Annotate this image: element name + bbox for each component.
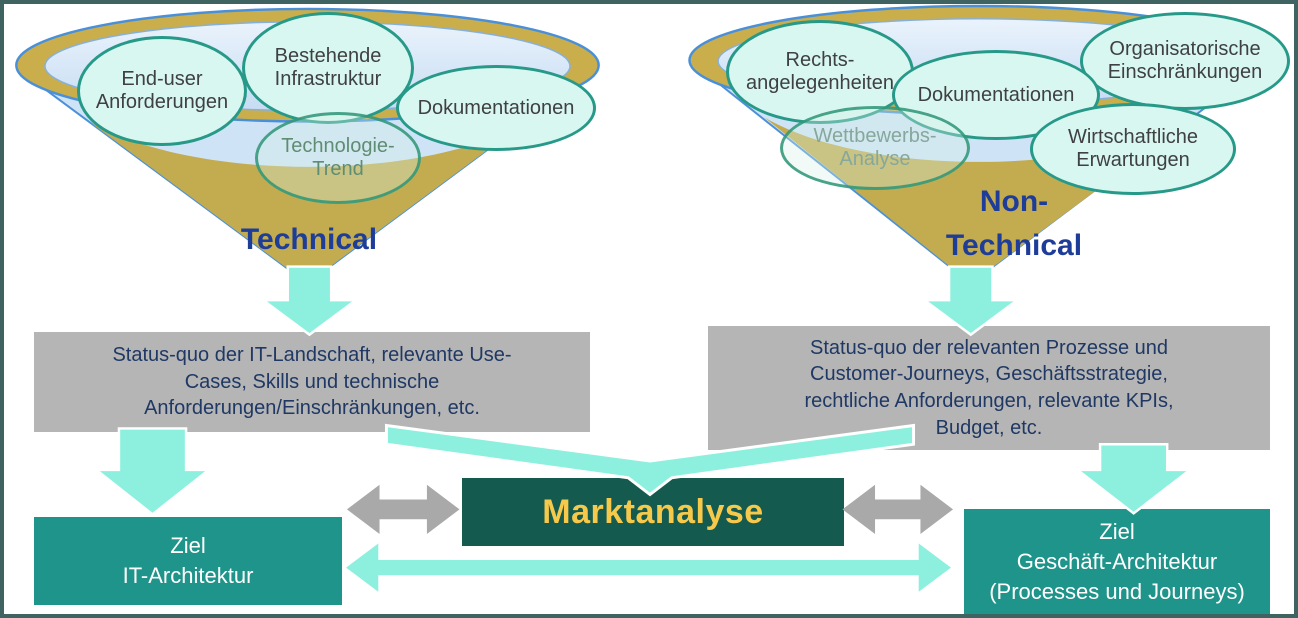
bubble-label: Technologie-Trend (281, 135, 395, 180)
left-double-arrow (346, 484, 460, 535)
marktanalyse-box: Marktanalyse (462, 478, 844, 546)
technical-funnel-label: Technical (240, 223, 378, 256)
bubble-label: Rechts-angelegenheiten (746, 49, 894, 94)
bubble-wettbewerbs-analyse: Wettbewerbs-Analyse (780, 106, 970, 190)
technical-funnel-down-arrow (259, 265, 360, 337)
bubble-dokumentationen-left: Dokumentationen (396, 65, 596, 151)
non-technical-funnel-down-arrow (920, 265, 1021, 337)
non-technical-down-arrow (1073, 442, 1194, 515)
bubble-technologie-trend: Technologie-Trend (255, 112, 421, 204)
technical-down-arrow (92, 427, 213, 516)
non-technical-funnel-label: Non-Technical (945, 185, 1083, 262)
technical-output-box: Status-quo der IT-Landschaft, relevante … (34, 332, 590, 432)
bottom-double-arrow (341, 538, 956, 597)
right-double-arrow (842, 484, 954, 535)
bubble-label: Dokumentationen (417, 96, 575, 119)
marktanalyse-label: Marktanalyse (542, 492, 764, 531)
bubble-label: Wettbewerbs-Analyse (813, 125, 937, 170)
bubble-label: Dokumentationen (917, 83, 1075, 106)
technical-output-text: Status-quo der IT-Landschaft, relevante … (112, 344, 512, 420)
